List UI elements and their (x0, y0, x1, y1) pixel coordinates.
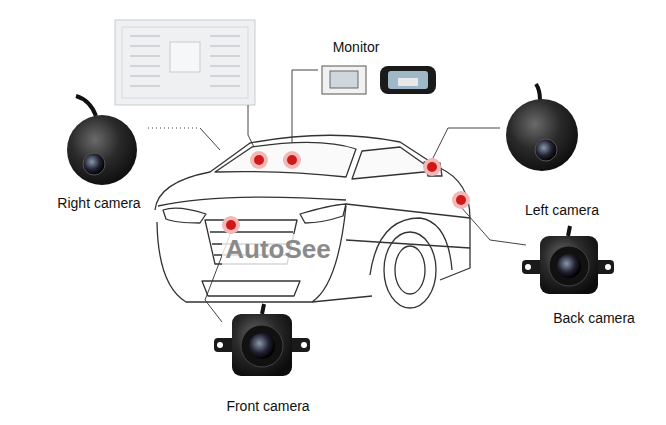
mount-halo (452, 191, 470, 209)
camera-label: Left camera (525, 202, 599, 219)
hood-line (158, 197, 346, 206)
bumper (157, 206, 346, 302)
head-unit-screen (330, 71, 358, 88)
leader-line (248, 105, 257, 153)
sill-line (312, 296, 372, 302)
control-box (115, 20, 255, 105)
bracket-camera (522, 226, 614, 294)
mount-dot (456, 195, 466, 205)
monitor-icons (322, 66, 436, 94)
camera-body (540, 236, 598, 294)
box-rim (122, 27, 248, 98)
camera-label: Front camera (226, 398, 309, 415)
leader-line (148, 128, 200, 129)
box-body (115, 20, 255, 105)
camera-dome (506, 99, 578, 171)
camera-dome (67, 115, 137, 185)
watermark: AutoSee (222, 234, 333, 265)
monitor-label: Monitor (333, 39, 380, 56)
leader-line (432, 128, 500, 160)
mirror-screen (388, 71, 428, 89)
camera-lens (249, 333, 275, 359)
mirror-monitor (380, 66, 436, 94)
leader-line (200, 128, 220, 150)
car-drawing (155, 135, 470, 308)
front-wheel (384, 232, 436, 308)
box-vents (130, 36, 240, 86)
mount-halo (250, 151, 268, 169)
mount-dot (427, 162, 437, 172)
side-line (346, 204, 470, 218)
mount-halo (423, 158, 441, 176)
mount-halo (283, 151, 301, 169)
bracket-hole (217, 342, 223, 348)
bracket-hole (605, 264, 611, 270)
side-window (352, 147, 434, 179)
camera-lens (557, 254, 581, 278)
lens-ring (241, 325, 283, 367)
camera-cable (76, 96, 96, 116)
dome-camera (67, 96, 137, 185)
dome-camera (506, 84, 578, 171)
mount-dot (287, 155, 297, 165)
leader-lines (148, 70, 526, 322)
camera-cable (568, 226, 570, 236)
bracket-camera (214, 304, 310, 376)
camera-lens (83, 153, 105, 175)
wheel-rim (395, 246, 425, 294)
camera-cable (536, 84, 540, 100)
screen-van (398, 78, 418, 86)
mount-dot (226, 220, 236, 230)
leader-line (292, 70, 318, 153)
head-unit (322, 66, 366, 94)
lens-ring (549, 246, 589, 286)
box-center (170, 42, 200, 72)
headlight (300, 204, 346, 223)
camera-cable (262, 304, 264, 314)
camera-body (232, 314, 292, 376)
mount-halo (222, 216, 240, 234)
lower-intake (202, 281, 300, 296)
bracket-hole (301, 342, 307, 348)
bracket-hole (525, 264, 531, 270)
windshield (215, 142, 356, 177)
mount-dot (254, 155, 264, 165)
camera-lens (535, 139, 557, 161)
camera-label: Right camera (57, 195, 140, 212)
leader-line (461, 207, 526, 245)
camera-label: Back camera (553, 310, 635, 327)
headlight (163, 208, 206, 223)
mount-points (222, 151, 470, 234)
grille-bar (210, 231, 293, 232)
